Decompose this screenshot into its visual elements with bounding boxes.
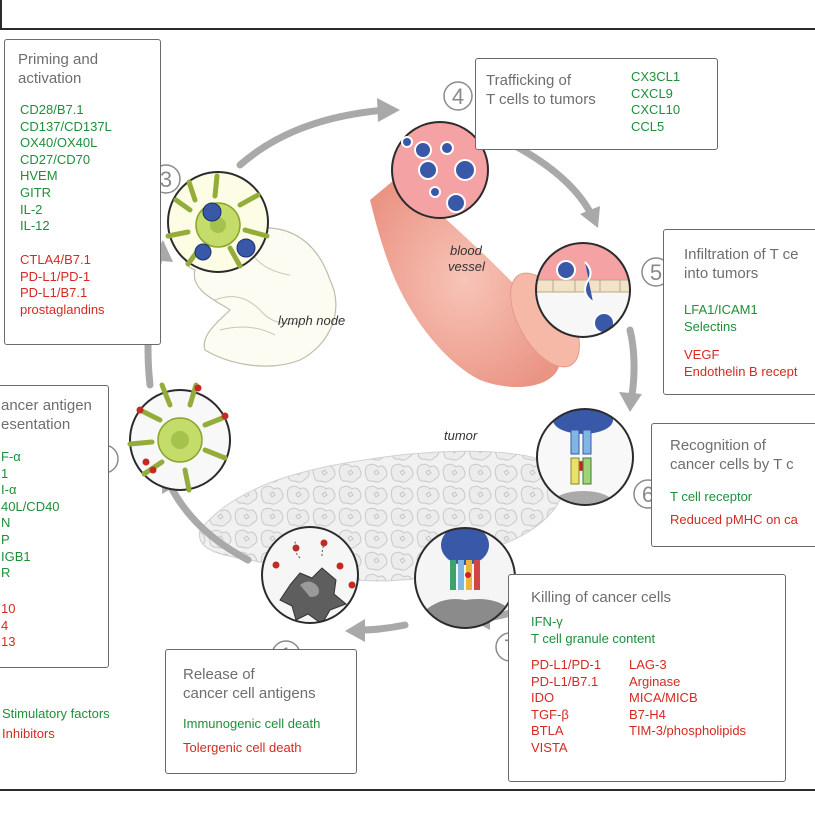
infiltration-circle bbox=[535, 242, 631, 338]
release-circle bbox=[261, 526, 359, 624]
presentation-circle bbox=[127, 382, 231, 493]
presentation-inh-1: 10 bbox=[1, 601, 16, 616]
priming-box: Priming and activation CD28/B7.1 CD137/C… bbox=[4, 39, 161, 345]
killing-inh-col1-4: TGF-β bbox=[531, 706, 569, 722]
infiltration-title-line-2: into tumors bbox=[684, 265, 759, 282]
presentation-stim-7: IGB1 bbox=[1, 548, 31, 564]
trafficking-stim-3: CXCL10 bbox=[631, 102, 681, 118]
priming-stim-6: GITR bbox=[20, 184, 52, 200]
killing-inh-col1-6: VISTA bbox=[531, 739, 568, 755]
priming-stim-8: IL-12 bbox=[20, 218, 50, 234]
presentation-inh-2: 4 bbox=[1, 617, 9, 633]
arc-5-to-6 bbox=[626, 326, 638, 399]
arc-7-to-1 bbox=[356, 621, 409, 634]
presentation-title-line-2: esentation bbox=[1, 416, 71, 433]
infiltration-stim-1: LFA1/ICAM1 bbox=[684, 302, 758, 317]
priming-inh-3: PD-L1/B7.1 bbox=[20, 285, 88, 301]
priming-inh-2: PD-L1/PD-1 bbox=[20, 268, 91, 284]
presentation-stim-4: 40L/CD40 bbox=[1, 498, 60, 514]
killing-inh-col2-4: B7-H4 bbox=[629, 706, 666, 722]
killing-inh-col1-3: IDO bbox=[531, 690, 555, 706]
priming-stim-1: CD28/B7.1 bbox=[20, 102, 84, 117]
priming-stim-3: OX40/OX40L bbox=[20, 135, 98, 151]
killing-circle bbox=[414, 527, 516, 629]
priming-circle bbox=[165, 171, 270, 273]
presentation-stim-5: N bbox=[1, 515, 11, 531]
priming-title-line-2: activation bbox=[18, 70, 82, 87]
trafficking-box: Trafficking of T cells to tumors CX3CL1 … bbox=[475, 58, 718, 150]
arrowhead-3-4 bbox=[377, 98, 400, 122]
release-stim-1: Immunogenic cell death bbox=[183, 716, 321, 731]
blood-vessel-label-1: blood bbox=[450, 243, 483, 258]
trafficking-stim-1: CX3CL1 bbox=[631, 69, 681, 84]
killing-inh-col2-3: MICA/MICB bbox=[629, 690, 698, 706]
trafficking-stim-2: CXCL9 bbox=[631, 85, 673, 101]
recognition-box: Recognition of cancer cells by T c T cel… bbox=[651, 423, 815, 547]
tumor-label: tumor bbox=[444, 428, 478, 443]
presentation-stim-8: R bbox=[1, 565, 11, 581]
infiltration-box: Infiltration of T ce into tumors LFA1/IC… bbox=[663, 229, 815, 395]
legend-inhibitors: Inhibitors bbox=[2, 726, 55, 741]
arc-3-to-4 bbox=[236, 106, 389, 169]
recognition-title-line-1: Recognition of bbox=[670, 437, 766, 454]
killing-inh-col1-1: PD-L1/PD-1 bbox=[531, 657, 602, 672]
legend-stimulatory: Stimulatory factors bbox=[2, 706, 110, 721]
presentation-stim-3: I-α bbox=[1, 482, 17, 498]
step-4-number: 4 bbox=[452, 84, 464, 109]
killing-inh-col2-2: Arginase bbox=[629, 673, 681, 689]
killing-inh-col1-5: BTLA bbox=[531, 723, 564, 739]
presentation-inh-3: 13 bbox=[1, 634, 16, 650]
priming-stim-4: CD27/CD70 bbox=[20, 151, 91, 167]
killing-inh-col1-2: PD-L1/B7.1 bbox=[531, 673, 599, 689]
release-inh-1: Tolergenic cell death bbox=[183, 740, 302, 755]
presentation-stim-2: 1 bbox=[1, 465, 9, 481]
priming-stim-7: IL-2 bbox=[20, 201, 43, 217]
recognition-title-line-2: cancer cells by T c bbox=[670, 456, 794, 473]
trafficking-title-line-2: T cells to tumors bbox=[486, 91, 596, 108]
priming-stim-5: HVEM bbox=[20, 168, 58, 184]
top-frame-line bbox=[0, 28, 815, 30]
killing-inh-col2-1: LAG-3 bbox=[629, 657, 667, 672]
recognition-inh-1: Reduced pMHC on ca bbox=[670, 512, 798, 527]
priming-stim-2: CD137/CD137L bbox=[20, 118, 112, 134]
release-box: Release of cancer cell antigens Immunoge… bbox=[165, 649, 357, 774]
trafficking-circle bbox=[391, 121, 489, 219]
priming-inh-4: prostaglandins bbox=[20, 301, 105, 317]
arrowhead-4-5 bbox=[580, 206, 600, 228]
priming-inh-1: CTLA4/B7.1 bbox=[20, 252, 91, 267]
presentation-stim-6: P bbox=[1, 531, 10, 547]
step-3-number: 3 bbox=[160, 167, 172, 192]
arrowhead-5-6 bbox=[619, 392, 642, 412]
trafficking-stim-4: CCL5 bbox=[631, 118, 665, 134]
blood-vessel bbox=[370, 175, 560, 388]
killing-stim-1: IFN-γ bbox=[531, 614, 563, 629]
lymph-node-label: lymph node bbox=[278, 313, 345, 328]
killing-stim-2: T cell granule content bbox=[531, 630, 656, 646]
release-title-line-2: cancer cell antigens bbox=[183, 685, 316, 702]
bottom-frame-line bbox=[0, 789, 815, 791]
step-5-number: 5 bbox=[650, 260, 662, 285]
infiltration-title-line-1: Infiltration of T ce bbox=[684, 246, 799, 263]
infiltration-inh-1: VEGF bbox=[684, 347, 720, 362]
recognition-circle bbox=[536, 408, 634, 506]
blood-vessel-label-2: vessel bbox=[448, 259, 486, 274]
presentation-stim-1: F-α bbox=[1, 449, 21, 464]
priming-title-line-1: Priming and bbox=[18, 51, 99, 68]
killing-box: Killing of cancer cells IFN-γ T cell gra… bbox=[508, 574, 786, 782]
recognition-stim-1: T cell receptor bbox=[670, 489, 753, 504]
infiltration-inh-2: Endothelin B recept bbox=[684, 363, 798, 379]
arc-1-to-2 bbox=[166, 481, 252, 564]
presentation-title-line-1: ancer antigen bbox=[1, 397, 92, 414]
killing-inh-col2-5: TIM-3/phospholipids bbox=[629, 723, 747, 739]
arrowhead-7-1 bbox=[345, 619, 365, 642]
trafficking-title-line-1: Trafficking of bbox=[486, 72, 572, 89]
release-title-line-1: Release of bbox=[183, 666, 255, 683]
presentation-box: ancer antigen esentation F-α 1 I-α 40L/C… bbox=[0, 385, 109, 668]
infiltration-stim-2: Selectins bbox=[684, 318, 737, 334]
killing-title: Killing of cancer cells bbox=[531, 589, 672, 606]
left-frame-line bbox=[0, 0, 2, 30]
